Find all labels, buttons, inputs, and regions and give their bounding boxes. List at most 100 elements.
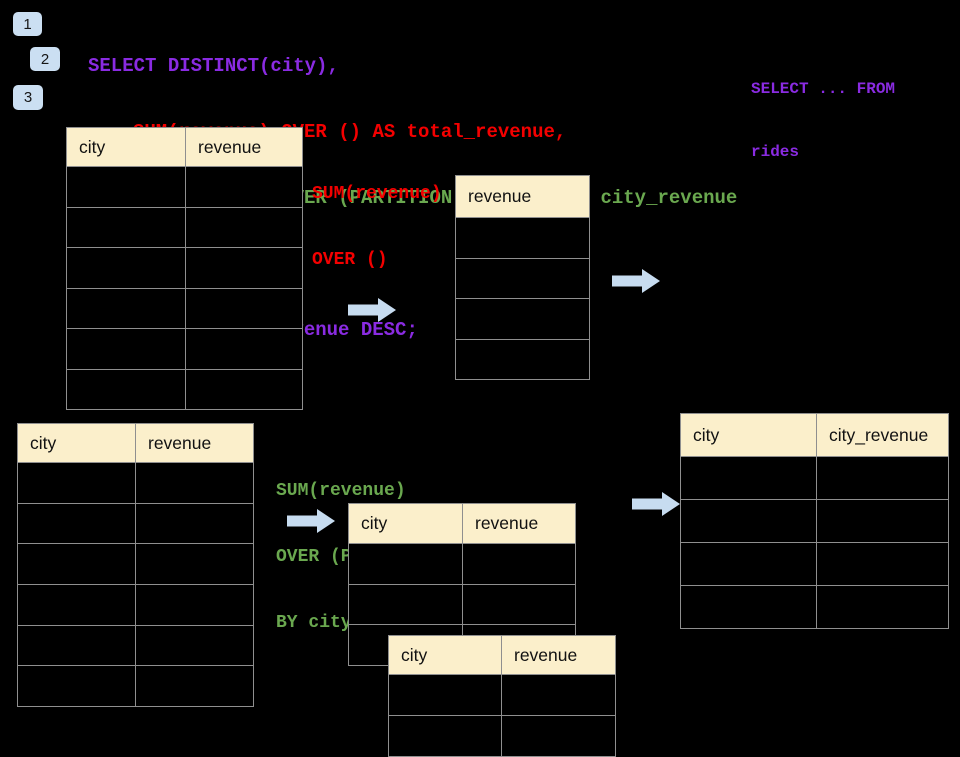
column-header: city <box>680 413 817 457</box>
table-row <box>17 665 254 708</box>
table-header-row: revenue <box>455 175 590 218</box>
empty-cell <box>135 665 254 708</box>
column-header: city_revenue <box>816 413 949 457</box>
table-row <box>455 257 590 299</box>
label-sum-over-total: SUM(revenue) OVER () <box>312 139 442 315</box>
column-header: city <box>17 423 136 463</box>
empty-cell <box>388 674 502 716</box>
table-row <box>680 585 949 629</box>
table-row <box>348 543 576 585</box>
table-row <box>17 543 254 586</box>
empty-cell <box>462 543 576 585</box>
empty-cell <box>680 499 817 543</box>
empty-cell <box>185 247 303 289</box>
empty-cell <box>66 368 186 410</box>
empty-cell <box>66 206 186 248</box>
column-header: revenue <box>135 423 254 463</box>
empty-cell <box>816 542 949 586</box>
column-header: revenue <box>455 175 590 218</box>
right-arrow-icon <box>612 269 660 293</box>
table-row <box>17 584 254 626</box>
empty-cell <box>348 543 463 585</box>
empty-cell <box>501 715 616 757</box>
empty-cell <box>17 462 136 504</box>
table-row <box>388 715 616 757</box>
empty-cell <box>455 217 590 259</box>
empty-cell <box>66 328 186 370</box>
column-header: city <box>66 127 186 167</box>
table-row <box>680 456 949 500</box>
empty-cell <box>388 715 502 757</box>
sql-line-select: SELECT DISTINCT(city), <box>88 55 339 77</box>
step-badge-3: 3 <box>13 85 43 110</box>
empty-cell <box>135 543 254 586</box>
table-row <box>17 462 254 504</box>
right-arrow-icon <box>287 509 335 533</box>
table-row <box>680 542 949 586</box>
sidenote-line-2: rides <box>751 143 800 161</box>
empty-cell <box>185 287 303 329</box>
table-row <box>455 298 590 340</box>
empty-cell <box>455 298 590 340</box>
column-header: revenue <box>185 127 303 167</box>
empty-cell <box>455 338 590 380</box>
table-row <box>66 166 303 208</box>
empty-cell <box>816 499 949 543</box>
label-total-line-2: OVER () <box>312 250 388 270</box>
empty-cell <box>462 583 576 625</box>
table-row <box>66 206 303 248</box>
empty-cell <box>185 166 303 208</box>
empty-cell <box>66 166 186 208</box>
table-row <box>455 217 590 259</box>
column-header: city <box>388 635 502 675</box>
empty-cell <box>135 624 254 667</box>
empty-cell <box>17 502 136 545</box>
empty-cell <box>185 206 303 248</box>
sql-sidenote: SELECT ... FROM rides <box>751 37 895 205</box>
step-badge-1: 1 <box>13 12 42 36</box>
empty-cell <box>66 287 186 329</box>
empty-cell <box>455 257 590 299</box>
table-row <box>348 583 576 625</box>
table-row <box>388 674 616 716</box>
slide-canvas: 1 2 3 SELECT DISTINCT(city), SUM(revenue… <box>13 12 949 757</box>
right-arrow-icon <box>632 492 680 516</box>
column-header: city <box>348 503 463 544</box>
empty-cell <box>135 462 254 504</box>
sidenote-line-1: SELECT ... FROM <box>751 80 896 98</box>
table-row <box>17 502 254 545</box>
table-row <box>455 338 590 380</box>
right-arrow-icon <box>348 298 396 322</box>
column-header: revenue <box>501 635 616 675</box>
empty-cell <box>17 624 136 667</box>
empty-cell <box>680 542 817 586</box>
empty-cell <box>17 584 136 626</box>
table-row <box>66 287 303 329</box>
table-row <box>66 368 303 410</box>
empty-cell <box>135 584 254 626</box>
label-total-line-1: SUM(revenue) <box>312 184 442 204</box>
table-row <box>17 624 254 667</box>
empty-cell <box>17 665 136 708</box>
empty-cell <box>66 247 186 289</box>
empty-cell <box>348 583 463 625</box>
empty-cell <box>680 456 817 500</box>
empty-cell <box>816 456 949 500</box>
empty-cell <box>17 543 136 586</box>
step-badge-2: 2 <box>30 47 60 71</box>
empty-cell <box>135 502 254 545</box>
table-total-revenue: revenue <box>455 175 590 380</box>
empty-cell <box>185 368 303 410</box>
empty-cell <box>501 674 616 716</box>
empty-cell <box>680 585 817 629</box>
empty-cell <box>185 328 303 370</box>
table-row <box>66 247 303 289</box>
